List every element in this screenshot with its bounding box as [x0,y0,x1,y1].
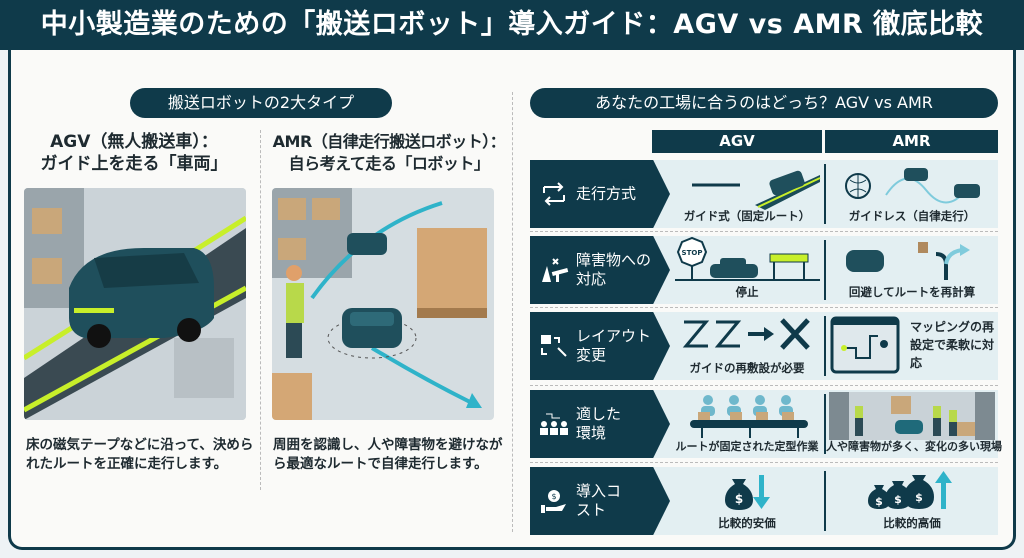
agv-heading-line2: ガイド上を走る「車両」 [40,154,228,174]
svg-text:$: $ [875,495,883,508]
stop-sign-car-barrier-icon: STOP [675,236,820,281]
guide-rework-tools-icon [682,318,810,350]
row-label-text: 導入コスト [576,482,622,519]
conveyor-workers-icon [690,395,808,438]
amr-cell-caption: 回避してルートを再計算 [848,285,976,299]
agv-description: 床の磁気テープなどに沿って、決められたルートを正確に走行します。 [26,437,254,472]
svg-text:$: $ [894,493,902,506]
layout-change-icon [541,335,567,357]
agv-cell: ガイド式（固定ルート） [670,160,824,228]
agv-cell-caption: ルートが固定された定型作業 [675,440,819,453]
row-divider [530,231,998,232]
amr-heading-line2: 自ら考えて走る「ロボット」 [288,154,490,173]
column-header-amr: AMR [825,130,998,153]
cost-hand-icon: $ [541,490,566,513]
row-divider [530,307,998,308]
amr-illustration [272,188,494,420]
agv-cell: ルートが固定された定型作業 [670,390,824,458]
workers-icon [540,413,568,435]
amr-cell: マッピングの再設定で柔軟に対応 [826,312,998,380]
amr-heading: AMR（自律走行搬送ロボット）： 自ら考えて走る「ロボット」 [264,131,514,175]
comparison-row-obstacle: 障害物への対応 STOP 停止 回避してルートを再計算 [530,236,998,304]
column-header-agv: AGV [652,130,822,153]
money-bags-up-icon: $ $ $ [868,471,952,509]
divider [260,130,261,490]
column-separator [824,164,826,224]
column-separator [824,316,826,376]
row-label: レイアウト変更 [530,312,670,380]
amr-cell-caption: 人や障害物が多く、変化の多い現場 [826,440,1002,453]
page-title: 中小製造業のための「搬送ロボット」導入ガイド：AGV vs AMR 徹底比較 [0,0,1024,50]
row-label: $ 導入コスト [530,467,670,535]
agv-heading: AGV（無人搬送車）： ガイド上を走る「車両」 [14,131,254,175]
amr-cell-caption: マッピングの再設定で柔軟に対応 [910,320,995,370]
row-label-text: 適した環境 [576,405,622,442]
svg-text:$: $ [551,492,556,501]
column-separator [824,471,826,531]
row-label-text: レイアウト変更 [576,327,652,364]
money-bag-down-icon: $ [725,475,770,510]
agv-cell: $ 比較的安価 [670,467,824,535]
agv-cell-caption: ガイド式（固定ルート） [683,209,811,223]
left-section-pill: 搬送ロボットの2大タイプ [130,88,392,118]
row-divider [530,462,998,463]
comparison-pill: あなたの工場に合うのはどっち？AGV vs AMR [530,88,998,118]
svg-text:$: $ [915,491,923,504]
warehouse-scene-image [829,392,995,440]
row-label-text: 走行方式 [576,184,637,203]
agv-cell: STOP 停止 [670,236,824,304]
amr-description: 周囲を認識し、人や障害物を避けながら最適なルートで自律走行します。 [273,437,503,472]
amr-cell-caption: 比較的高価 [883,516,941,530]
robot-detour-icon [846,242,970,280]
agv-cell-caption: ガイドの再敷設が必要 [689,361,805,375]
row-label-text: 障害物への対応 [576,251,652,288]
column-separator [824,394,826,454]
agv-cell: ガイドの再敷設が必要 [670,312,824,380]
divider [512,92,513,532]
amr-cell: ガイドレス（自律走行） [826,160,998,228]
agv-cell-caption: 停止 [735,285,759,299]
amr-cell: 人や障害物が多く、変化の多い現場 [826,390,1002,458]
map-screen-icon [830,316,900,374]
amr-cell: 回避してルートを再計算 [826,236,998,304]
row-label: 障害物への対応 [530,236,670,304]
svg-text:$: $ [735,492,743,506]
guide-track-icon [692,170,821,210]
comparison-row-travel: 走行方式 ガイド式（固定ルート） ガイドレス（自律走行） [530,160,998,228]
comparison-row-cost: $ 導入コスト $ 比較的安価 $ $ $ 比較的高価 [530,467,998,535]
stop-sign-text: STOP [682,249,703,257]
row-label: 走行方式 [530,160,670,228]
column-separator [824,240,826,300]
agv-heading-line1: AGV（無人搬送車）： [50,132,218,152]
comparison-row-environment: 適した環境 ルートが固定された定型作業 人や障害物が多く、変化の多い現場 [530,390,1002,458]
amr-heading-line1: AMR（自律走行搬送ロボット）： [272,132,506,151]
amr-cell-caption: ガイドレス（自律走行） [848,209,976,223]
row-divider [530,385,998,386]
obstacle-icon [542,258,569,282]
comparison-row-layout: レイアウト変更 ガイドの再敷設が必要 マッピングの再設定で柔軟に対応 [530,312,998,380]
row-label: 適した環境 [530,390,670,458]
route-arrows-icon [543,182,565,206]
brain-robot-path-icon [845,168,980,204]
amr-cell: $ $ $ 比較的高価 [826,467,998,535]
agv-illustration [24,188,246,420]
agv-cell-caption: 比較的安価 [718,516,776,530]
